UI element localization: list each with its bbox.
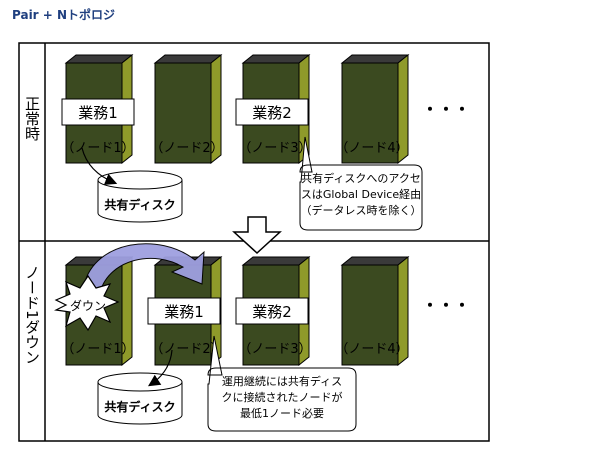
callout-bottom-line-1: 運用継続には共有ディス xyxy=(222,374,342,388)
callout-top-line-3: （データレス時を除く） xyxy=(301,203,422,217)
shared-disk-label-top: 共有ディスク xyxy=(104,197,175,212)
down-label: ダウン xyxy=(70,298,106,313)
node-label-3-top: （ノード3） xyxy=(238,141,311,156)
node-label-2-top: （ノード2） xyxy=(150,141,223,156)
callout-bottom-line-3: 最低1ノード必要 xyxy=(240,407,324,420)
node-label-4-bottom: （ノード4） xyxy=(335,342,408,357)
node-label-3-bottom: （ノード3） xyxy=(238,342,311,357)
callout-top-line-2: スはGlobal Device経由 xyxy=(301,187,421,201)
service-label-1-top: 業務1 xyxy=(78,104,118,122)
callout-bottom-line-2: クに接続されたノードが xyxy=(222,390,343,404)
service-label-2-bottom: 業務2 xyxy=(252,303,292,321)
callout-top-line-1: 共有ディスクへのアクセ xyxy=(301,171,421,185)
service-label-1-bottom: 業務1 xyxy=(164,303,204,321)
node-label-4-top: （ノード4） xyxy=(335,141,408,156)
ellipsis-top: ・・・ xyxy=(422,100,470,119)
shared-disk-bottom xyxy=(98,373,182,424)
service-label-2-top: 業務2 xyxy=(252,104,292,122)
section-label-node-down: ノード1ダウン xyxy=(23,265,41,365)
ellipsis-bottom: ・・・ xyxy=(422,296,470,315)
shared-disk-label-bottom: 共有ディスク xyxy=(104,399,175,414)
section-label-normal: 正常時 xyxy=(23,96,41,141)
node-label-1-bottom: （ノード1） xyxy=(61,342,134,357)
node-label-1-top: （ノード1） xyxy=(61,141,134,156)
shared-disk-top xyxy=(98,171,182,222)
